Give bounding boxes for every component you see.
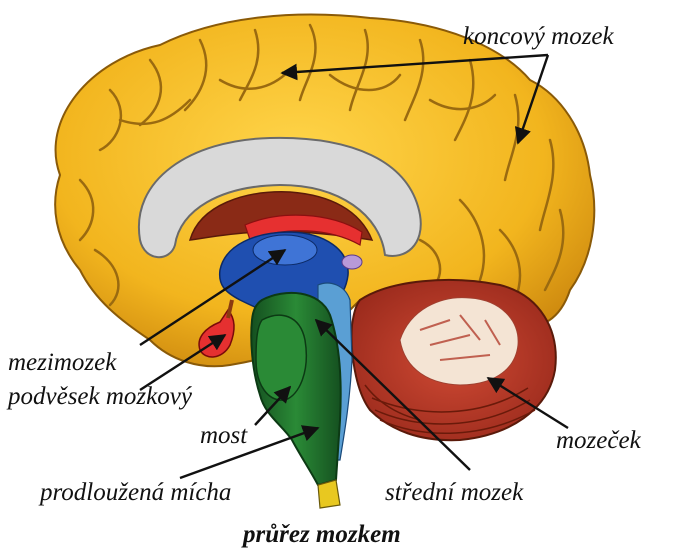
label-midbrain: střední mozek	[385, 480, 523, 505]
spinal-cord-tip	[318, 480, 340, 508]
label-pons: most	[200, 423, 247, 448]
pons-shape	[256, 315, 306, 400]
label-cerebrum: koncový mozek	[463, 24, 614, 49]
label-cerebellum: mozeček	[556, 428, 641, 453]
label-pituitary: podvěsek mozkový	[8, 384, 192, 409]
label-medulla: prodloužená mícha	[40, 480, 231, 505]
pineal-gland	[342, 255, 362, 269]
label-diencephalon: mezimozek	[8, 350, 116, 375]
diagram-caption: průřez mozkem	[243, 522, 401, 547]
